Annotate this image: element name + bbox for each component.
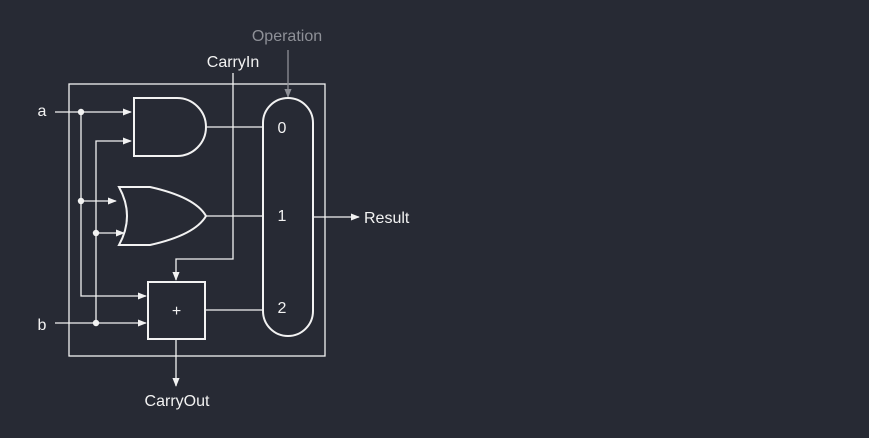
- carry-in-label: CarryIn: [207, 54, 259, 71]
- mux-input-0-label: 0: [278, 120, 287, 137]
- adder-symbol: +: [172, 303, 181, 320]
- junction-dot: [77, 108, 85, 116]
- input-b-label: b: [38, 317, 47, 334]
- alu-outer-box: [68, 83, 326, 357]
- or-gate: [117, 186, 208, 246]
- and-gate: [133, 97, 207, 157]
- operation-label: Operation: [252, 28, 322, 45]
- multiplexer: [262, 97, 314, 337]
- input-a-label: a: [38, 103, 47, 120]
- junction-dot: [77, 197, 85, 205]
- mux-input-1-label: 1: [278, 208, 287, 225]
- junction-dot: [92, 229, 100, 237]
- a-branch-wire: [80, 112, 147, 300]
- b-branch-wire: [95, 137, 132, 323]
- mux-input-2-label: 2: [278, 300, 287, 317]
- carry-in-wire: [172, 73, 234, 281]
- result-label: Result: [364, 210, 410, 227]
- junction-dot: [92, 319, 100, 327]
- carry-out-label: CarryOut: [145, 393, 210, 410]
